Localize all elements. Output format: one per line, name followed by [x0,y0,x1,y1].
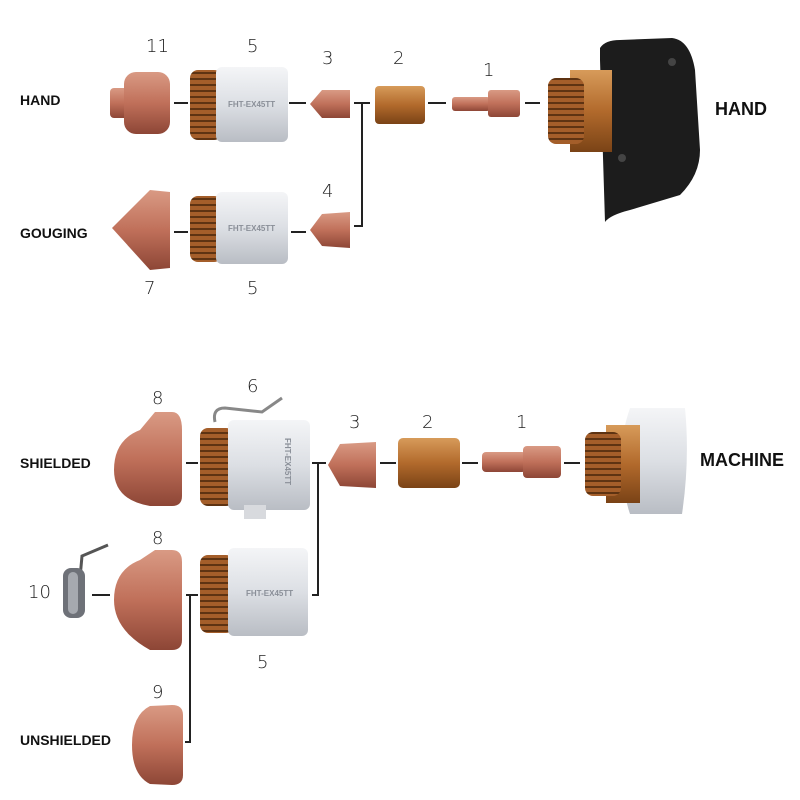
part-number-8: 8 [152,388,163,409]
tip-4 [310,212,350,248]
electrode-1-machine [482,446,561,478]
part-number-10: 10 [28,582,51,603]
swirl-ring-2-machine [398,438,460,488]
retaining-cap-5-gouging: FHT-EX45TT [190,192,288,264]
shield-8 [114,412,182,506]
shield-8-unshielded [114,550,182,650]
cap-marking: FHT-EX45TT [228,224,275,233]
cap-marking: FHT-EX45TT [228,100,275,109]
row-label-gouging: GOUGING [20,225,88,241]
hand-section: HAND GOUGING HAND 11 5 3 2 1 7 5 4 FHT-E… [20,36,767,299]
cap-marking: FHT-EX45TT [246,589,293,598]
part-number-8-unshielded: 8 [152,528,163,549]
machine-section: SHIELDED UNSHIELDED MACHINE 8 6 3 2 1 10… [20,376,784,785]
row-label-hand: HAND [20,92,60,108]
ohmic-clip-10 [63,543,109,618]
shield-11 [110,72,170,134]
part-number-1-machine: 1 [516,412,527,433]
part-number-3: 3 [322,48,333,69]
part-number-7: 7 [144,278,155,299]
tip-3-machine [328,442,376,488]
part-number-11: 11 [146,36,169,57]
part-number-6: 6 [247,376,258,397]
machine-torch-head [585,408,687,514]
part-number-3-machine: 3 [349,412,360,433]
part-number-1: 1 [483,60,494,81]
part-number-5: 5 [247,36,258,57]
row-label-unshielded: UNSHIELDED [20,732,111,748]
torch-label-hand: HAND [715,99,767,119]
part-number-4: 4 [322,181,333,202]
retaining-cap-5-machine: FHT-EX45TT [200,548,308,636]
retaining-cap-6: FHT-EX45TT [200,396,310,519]
row-label-shielded: SHIELDED [20,455,91,471]
connector-lines [174,102,540,233]
swirl-ring-2 [375,86,425,124]
part-number-5-machine: 5 [257,652,268,673]
tip-3 [310,90,350,118]
torch-label-machine: MACHINE [700,450,784,470]
cap-marking: FHT-EX45TT [283,438,292,485]
connector-lines-machine [92,462,580,743]
part-number-2: 2 [393,48,404,69]
electrode-1 [452,90,520,117]
retaining-cap-5: FHT-EX45TT [190,67,288,142]
deflector-9 [132,705,183,785]
part-number-5-gouging: 5 [247,278,258,299]
hand-torch-head [548,38,700,222]
part-number-9: 9 [152,682,163,703]
part-number-2-machine: 2 [422,412,433,433]
nozzle-7 [112,190,170,270]
